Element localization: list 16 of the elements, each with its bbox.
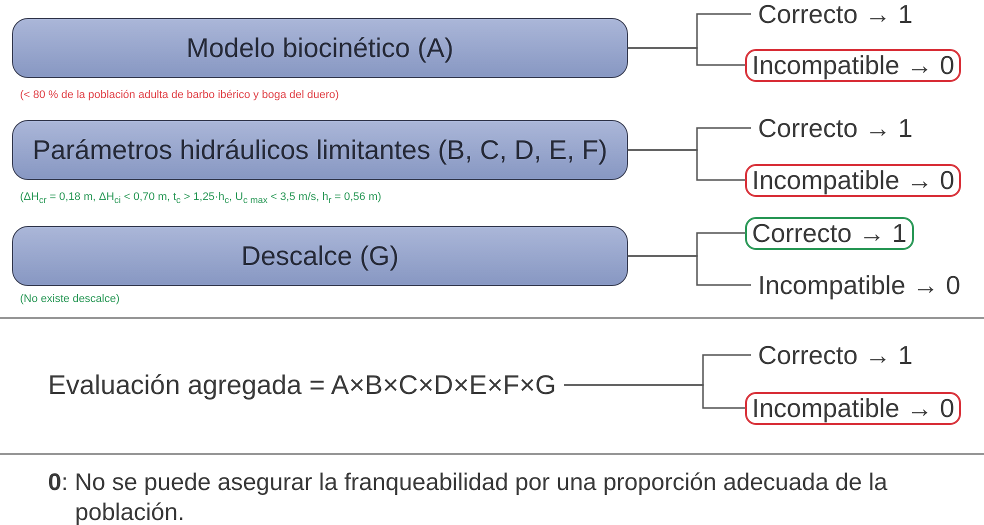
criterion-box: Parámetros hidráulicos limitantes (B, C, D, E, F): [12, 120, 628, 180]
highlighted-outcome: Incompatible → 0: [745, 392, 962, 424]
highlighted-outcome: Correcto → 1: [745, 216, 914, 250]
criterion-note: (ΔH$_{cr}$ = 0,18 m, ΔH$_{ci}$ < 0,70 m, t$_{c}$ > 1,25·h$_{c}$, U$_{c max}$ < 3,5 m/s, h$_{r}$ = 0,56 m): [20, 191, 382, 206]
formula-text: Evaluación agregada = A×B×C×D×E×F×G: [48, 370, 556, 400]
criterion-box: Modelo biocinético (A): [12, 18, 628, 78]
highlighted-outcome: Incompatible → 0: [745, 48, 962, 82]
note-text: 0: No se puede asegurar la franqueabilidad por una proporción adecuada de la población.: [48, 468, 888, 525]
bracket-connector: [628, 47, 745, 66]
criterion-note: (< 80 % de la población adulta de barbo ibérico y boga del duero): [20, 89, 339, 101]
bracket-connector: [628, 149, 745, 181]
highlighted-outcome: Incompatible → 0: [745, 164, 962, 196]
bracket-connector: [628, 255, 751, 286]
criterion-box: Descalce (G): [12, 226, 628, 286]
criterion-note: (No existe descalce): [20, 293, 120, 305]
bracket-connector: [564, 384, 745, 409]
